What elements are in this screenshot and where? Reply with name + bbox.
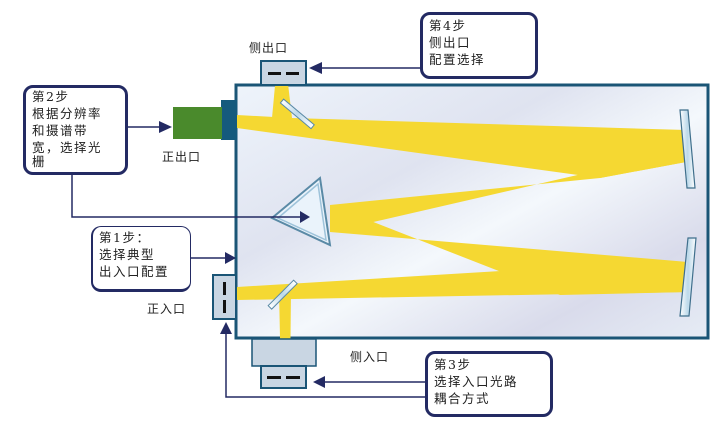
side-entrance-port[interactable] (260, 365, 307, 389)
arrowhead-front-entrance (220, 322, 232, 334)
arrowhead-chamber (225, 252, 236, 264)
grating-turret-inner (276, 182, 327, 242)
side-exit-slit-left (268, 72, 281, 75)
beam-lower-to-entrance (237, 262, 688, 300)
step3-box: 第3步 选择入口光路 耦合方式 (425, 351, 553, 417)
side-entrance-slit-right (286, 376, 300, 379)
step1-line: 出入口配置 (99, 264, 170, 279)
side-exit-slit-right (286, 72, 299, 75)
step2-line: 根据分辨率 (32, 106, 103, 121)
side-entrance-housing (251, 338, 317, 367)
step4-title: 第4步 (429, 18, 467, 33)
grating-turret (270, 176, 332, 247)
collimating-mirror-upper (679, 109, 696, 189)
step1-box: 第1步： 选择典型 出入口配置 (91, 226, 191, 292)
focusing-mirror-lower (679, 237, 697, 317)
front-exit-detector[interactable] (173, 107, 222, 139)
label-side-entrance: 侧入口 (350, 350, 390, 364)
detector-mount (221, 100, 237, 140)
step2-line: 宽，选择光 (32, 140, 103, 155)
step3-line: 耦合方式 (434, 391, 491, 406)
fold-mirror-upper (279, 98, 315, 130)
step2-box: 第2步 根据分辨率 和摄谱带 宽，选择光 栅 (23, 85, 128, 175)
arrowhead-side-exit (309, 62, 322, 74)
arrowhead-front-exit (159, 121, 172, 133)
step2-line: 栅 (32, 154, 47, 169)
arrowheads (159, 62, 325, 388)
step4-line: 配置选择 (429, 52, 486, 67)
front-entrance-slit-bottom (223, 300, 226, 313)
step4-box: 第4步 侧出口 配置选择 (420, 12, 538, 79)
step1-line: 选择典型 (99, 247, 156, 262)
label-front-entrance: 正入口 (147, 302, 187, 316)
step3-title: 第3步 (434, 357, 472, 372)
connectors (71, 67, 426, 398)
front-entrance-slit-top (223, 282, 226, 295)
arrowhead-side-entrance (313, 376, 325, 388)
arrow-step3-to-front-entrance (225, 333, 426, 398)
arrow-step2-to-grating (71, 172, 300, 218)
beam-mirror-to-grating (330, 150, 686, 232)
fold-mirror-lower (267, 279, 298, 310)
label-side-exit: 侧出口 (249, 41, 289, 55)
step2-title: 第2步 (32, 89, 70, 104)
step4-line: 侧出口 (429, 35, 472, 50)
side-entrance-slit-left (267, 376, 281, 379)
step1-title: 第1步： (99, 230, 151, 245)
label-front-exit: 正出口 (162, 150, 202, 164)
front-entrance-port[interactable] (212, 274, 237, 320)
step2-line: 和摄谱带 (32, 123, 89, 138)
side-exit-port[interactable] (260, 60, 307, 86)
arrowhead-grating (300, 211, 310, 223)
step3-line: 选择入口光路 (434, 374, 519, 389)
beam-upper-to-mirror (237, 115, 686, 178)
